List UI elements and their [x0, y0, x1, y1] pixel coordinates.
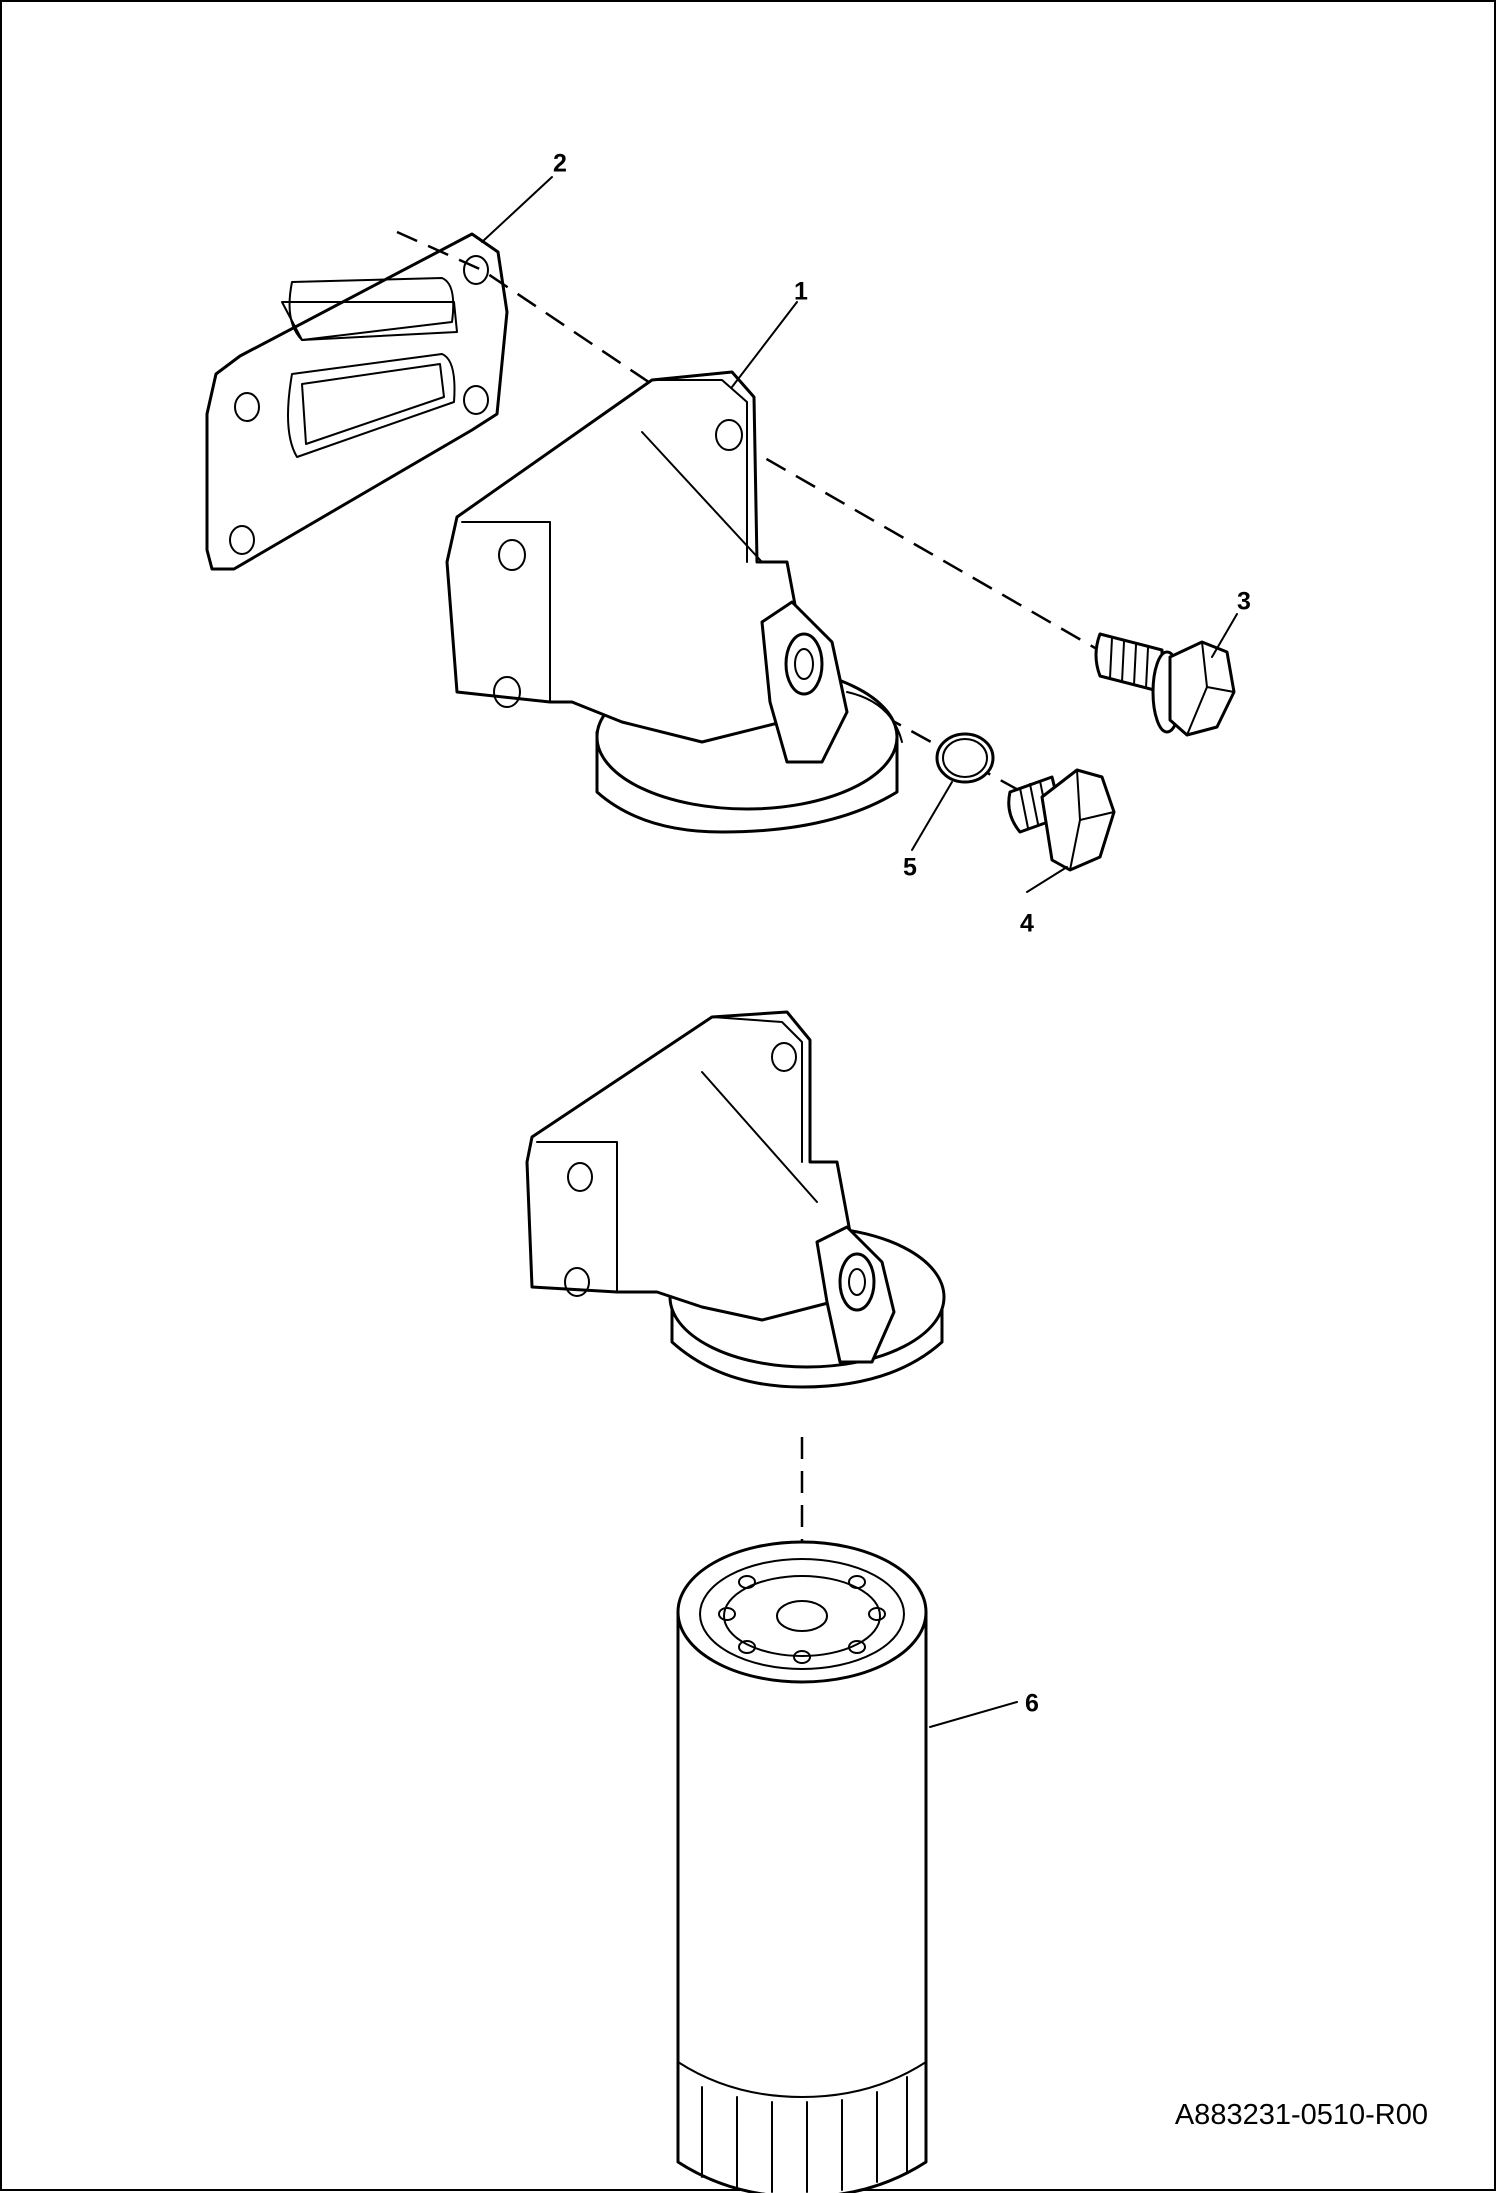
callout-label-6: 6: [1025, 1689, 1039, 1718]
drawing-id: A883231-0510-R00: [1174, 2099, 1428, 2131]
oil-filter-head-assembled: [525, 1010, 946, 1389]
callout-label-5: 5: [903, 853, 917, 882]
gasket-part: [205, 232, 509, 571]
oil-filter-head-part: [445, 370, 903, 834]
callout-leaders: [481, 176, 1238, 1728]
callout-label-1: 1: [794, 277, 808, 306]
oil-filter-cartridge-part: [676, 1540, 928, 2193]
plug-part: [1007, 768, 1116, 872]
flange-bolt-part: [1094, 632, 1236, 737]
alignment-line-bolt: [736, 440, 1103, 654]
o-ring-part: [935, 732, 995, 784]
callout-label-3: 3: [1237, 587, 1251, 616]
callout-label-4: 4: [1020, 909, 1034, 938]
callout-label-2: 2: [553, 149, 567, 178]
